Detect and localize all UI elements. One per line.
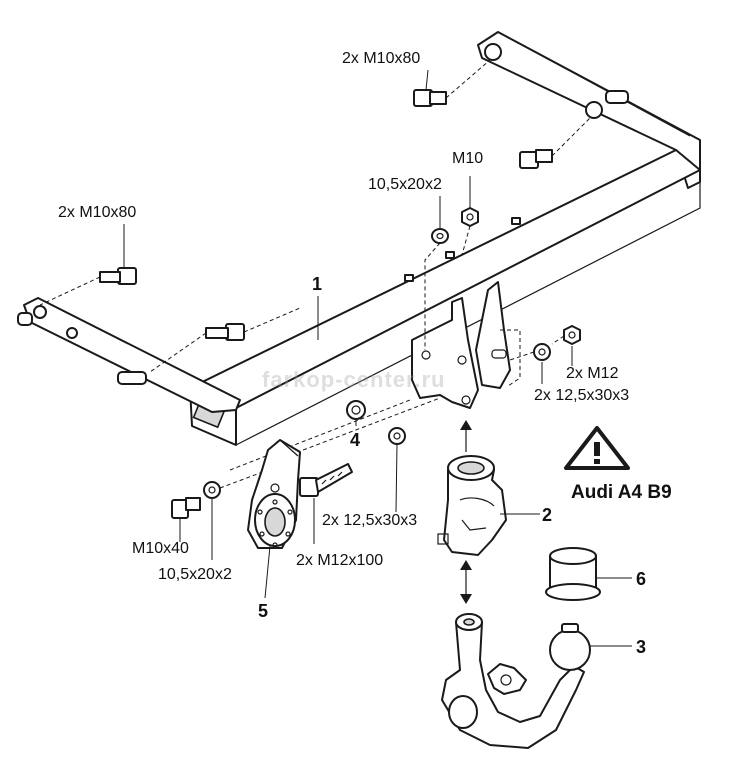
tow-ball-bar-3 — [441, 613, 591, 749]
label-bolt-m10x40: M10x40 — [132, 540, 189, 557]
label-bolt-m12x100: 2x M12x100 — [296, 552, 384, 569]
label-nut-m12: 2x M12 — [566, 365, 619, 382]
hardware — [39, 59, 591, 519]
part-number-5: 5 — [258, 601, 269, 621]
assembly-arrows — [460, 420, 472, 604]
washer-bottom-left-icon — [203, 481, 221, 499]
label-bolt-top-right: 2x M10x80 — [342, 50, 421, 67]
label-washer-center: 2x 12,5x30x3 — [322, 512, 418, 529]
nut-m10-icon — [461, 207, 479, 227]
bolt-m10x40-icon — [171, 497, 201, 519]
part-number-3: 3 — [636, 637, 647, 657]
nut-m12-icon — [563, 325, 581, 345]
part-number-4: 4 — [350, 430, 361, 450]
socket-bracket-5 — [247, 439, 301, 549]
bolt-right-arm-icon — [519, 149, 553, 169]
leader-lines — [123, 69, 632, 647]
bolt-top-right-icon — [413, 89, 447, 107]
bolt-left-icon — [99, 267, 137, 285]
spacer-4-icon — [346, 400, 366, 420]
mounting-bracket — [411, 281, 521, 409]
part-number-2: 2 — [542, 505, 553, 525]
washer-center-icon — [388, 427, 406, 445]
ball-cap-6 — [545, 547, 601, 601]
product-label: Audi A4 B9 — [571, 482, 672, 503]
part-number-1: 1 — [312, 274, 323, 294]
washer-top-icon — [431, 228, 449, 244]
label-nut-m10: M10 — [452, 150, 484, 167]
crossbar-frame — [17, 31, 701, 446]
bolt-left-lower-icon — [205, 323, 245, 341]
label-washer-top: 10,5x20x2 — [368, 176, 442, 193]
label-washer-bottom-left: 10,5x20x2 — [158, 566, 232, 583]
watermark-text: farkop-center.ru — [262, 367, 446, 392]
label-washer-right: 2x 12,5x30x3 — [534, 387, 630, 404]
receiver-socket-2 — [437, 455, 507, 556]
bolt-m12x100-icon — [299, 463, 353, 497]
label-bolt-left: 2x M10x80 — [58, 204, 137, 221]
washer-right-icon — [533, 343, 551, 361]
warning-triangle-icon — [564, 426, 630, 470]
part-number-6: 6 — [636, 569, 647, 589]
